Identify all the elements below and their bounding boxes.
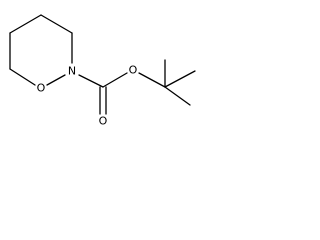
oxazinane-ring xyxy=(9,14,73,86)
tert-butyl-group xyxy=(164,59,196,106)
ring-bond-c5-c4 xyxy=(9,14,42,34)
atom-label-ring-oxygen: O xyxy=(37,82,46,95)
chemical-structure-diagram: O N O O xyxy=(9,14,196,128)
ring-bond-n-o xyxy=(46,74,66,86)
atom-label-carbonyl-oxygen: O xyxy=(99,115,108,128)
atom-label-ester-oxygen: O xyxy=(129,64,138,77)
bond-tbu-methyl-down xyxy=(164,86,191,106)
bond-carbonyl-carbon-ester-oxygen xyxy=(102,72,128,88)
atom-labels: O N O O xyxy=(37,64,138,128)
ring-bond-o-c6 xyxy=(9,68,36,86)
atom-label-ring-nitrogen: N xyxy=(68,65,76,78)
carbamate-group xyxy=(78,72,166,115)
bond-tbu-methyl-right xyxy=(164,70,196,88)
bond-n-carbonyl-carbon xyxy=(78,74,104,88)
ring-bond-c4-c3 xyxy=(40,14,73,34)
bond-ester-oxygen-quaternary-carbon xyxy=(138,72,166,88)
